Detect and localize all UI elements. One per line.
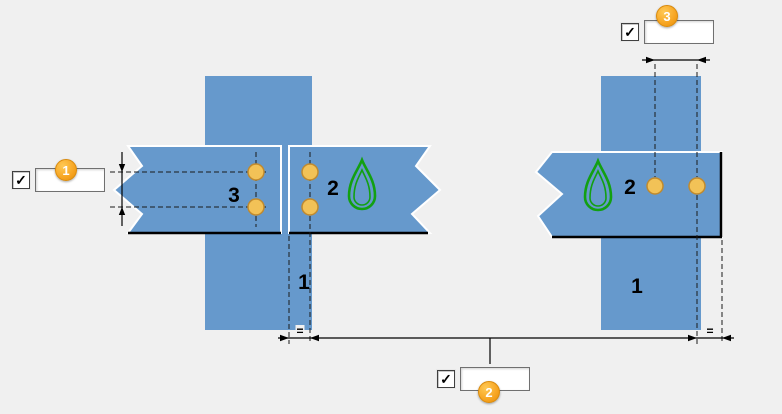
part-label-inner-plate: 2 bbox=[327, 177, 339, 200]
dim3-checkmark-icon: ✓ bbox=[624, 24, 636, 40]
bolt-icon bbox=[301, 198, 319, 216]
dim3-checkbox[interactable]: ✓ bbox=[621, 23, 639, 41]
dim2-checkmark-icon: ✓ bbox=[440, 371, 452, 387]
arrow-left bbox=[722, 334, 731, 342]
callout-badge-3: 3 bbox=[656, 5, 678, 27]
weld-drop-icon bbox=[583, 157, 613, 212]
part-label-right-column: 1 bbox=[631, 275, 643, 298]
bolt-icon bbox=[646, 177, 664, 195]
bolts bbox=[247, 163, 706, 216]
weld-drop-icon-inner bbox=[589, 168, 607, 207]
dim3-input[interactable] bbox=[644, 20, 714, 44]
bolt-icon bbox=[247, 163, 265, 181]
dim2-checkbox[interactable]: ✓ bbox=[437, 370, 455, 388]
weld-drop-icon-inner bbox=[353, 167, 371, 206]
part-label-right-plate: 2 bbox=[624, 176, 636, 199]
weld-drop-symbols bbox=[347, 156, 613, 212]
bolt-icon bbox=[301, 163, 319, 181]
arrow-right bbox=[646, 56, 655, 64]
arrow-left bbox=[697, 56, 706, 64]
dimension-arrows bbox=[118, 56, 731, 342]
callout-badge-2: 2 bbox=[478, 381, 500, 403]
part-label-left-column: 1 bbox=[298, 271, 310, 294]
callout-badge-1: 1 bbox=[55, 159, 77, 181]
bolt-icon bbox=[247, 198, 265, 216]
part-label-outer-plate: 3 bbox=[228, 184, 240, 207]
arrow-down bbox=[118, 164, 126, 172]
arrow-left bbox=[310, 334, 319, 342]
equal-spacing-symbol-right: = bbox=[705, 324, 715, 338]
arrow-right bbox=[688, 334, 697, 342]
arrow-up bbox=[118, 207, 126, 215]
equal-spacing-symbol-left: = bbox=[295, 324, 305, 338]
left-inner-plate-shape bbox=[288, 145, 442, 234]
arrow-right bbox=[280, 334, 289, 342]
weld-drop-icon bbox=[347, 156, 377, 211]
dim1-checkbox[interactable]: ✓ bbox=[12, 171, 30, 189]
dim1-checkmark-icon: ✓ bbox=[15, 172, 27, 188]
bolt-icon bbox=[688, 177, 706, 195]
